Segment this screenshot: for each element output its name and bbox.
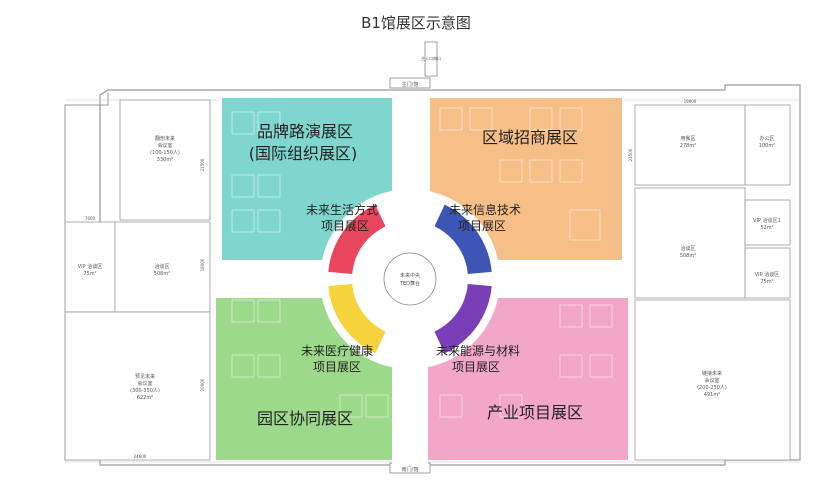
north-entrance-sign-label: 主入口南口 <box>421 55 441 61</box>
svg-text:622m²: 622m² <box>137 395 153 401</box>
svg-text:洽谈区: 洽谈区 <box>154 263 169 270</box>
arc-medical-label-1: 未来医疗健康 <box>301 343 373 358</box>
svg-text:508m²: 508m² <box>154 271 170 277</box>
north-entrance <box>389 77 431 89</box>
svg-text:75m²: 75m² <box>760 279 773 285</box>
left-talk-room <box>114 221 211 313</box>
arc-lifestyle <box>328 204 386 274</box>
right-vip1 <box>744 199 791 246</box>
dim-bottom-left: 24600 <box>134 454 147 459</box>
svg-text:会议室: 会议室 <box>704 377 719 384</box>
svg-text:100m²: 100m² <box>759 143 775 149</box>
zone-regional-label: 区域招商展区 <box>482 128 578 147</box>
booth-grid <box>231 107 613 418</box>
svg-text:508m²: 508m² <box>680 253 696 259</box>
svg-text:链接未来: 链接未来 <box>702 370 722 377</box>
left-meeting-top <box>119 99 211 221</box>
svg-text:洽谈区: 洽谈区 <box>680 245 695 252</box>
right-dining <box>634 104 746 186</box>
south-entrance-label: 南门/馆 <box>402 466 419 473</box>
zone-park-label: 园区协同展区 <box>257 409 353 428</box>
arc-lifestyle-label-1: 未来生活方式 <box>306 202 378 217</box>
central-stage <box>383 252 437 306</box>
arc-info <box>434 204 492 274</box>
svg-text:52m²: 52m² <box>760 225 773 231</box>
arc-energy-label-1: 未来能源与材料 <box>436 344 520 358</box>
dim-v2: 18000 <box>200 258 205 271</box>
dim-top-right: 19000 <box>684 99 697 104</box>
svg-text:预见未来: 预见未来 <box>135 373 155 380</box>
svg-text:用餐区: 用餐区 <box>680 135 695 142</box>
svg-text:VIP 洽谈区1: VIP 洽谈区1 <box>753 217 781 224</box>
zone-brand-label-2: (国际组织展区) <box>249 144 358 163</box>
svg-text:75m²: 75m² <box>83 271 96 277</box>
arc-medical <box>328 284 386 354</box>
right-meeting <box>634 299 791 461</box>
dim-v1: 21500 <box>200 158 205 171</box>
svg-text:491m²: 491m² <box>704 392 720 398</box>
left-meeting-bottom <box>64 311 211 461</box>
arc-info-label-1: 未来信息技术 <box>449 202 521 217</box>
svg-text:办公区: 办公区 <box>759 135 774 142</box>
arc-lifestyle-label-2: 项目展区 <box>321 219 369 233</box>
center-label-2: TED舞台 <box>399 280 420 287</box>
svg-text:会议室: 会议室 <box>137 380 152 387</box>
zone-industry-label: 产业项目展区 <box>487 403 583 422</box>
right-vip2 <box>744 247 791 299</box>
page-title: B1馆展区示意图 <box>361 14 471 32</box>
arc-medical-label-2: 项目展区 <box>313 360 361 374</box>
svg-text:(200-250人): (200-250人) <box>697 385 727 391</box>
north-entrance-sign <box>424 41 438 77</box>
left-vip-room <box>64 221 116 313</box>
dim-left-width: 7000 <box>85 216 96 221</box>
arc-energy-label-2: 项目展区 <box>452 360 500 374</box>
svg-text:(300-350人): (300-350人) <box>130 388 160 394</box>
right-office <box>744 104 791 186</box>
svg-text:VIP 洽谈区: VIP 洽谈区 <box>78 263 103 270</box>
dim-v4: 21500 <box>628 148 633 161</box>
svg-text:(100-150人): (100-150人) <box>150 150 180 156</box>
svg-text:翻剖未来: 翻剖未来 <box>155 135 175 142</box>
arc-info-label-2: 项目展区 <box>458 219 506 233</box>
svg-text:330m²: 330m² <box>157 157 173 163</box>
north-entrance-label: 主门/馆 <box>402 81 419 88</box>
arc-energy <box>434 284 492 354</box>
svg-text:VIP 洽谈区: VIP 洽谈区 <box>755 271 780 278</box>
right-talk-room <box>634 187 746 299</box>
center-label-1: 未来中央 <box>400 272 420 279</box>
svg-text:278m²: 278m² <box>680 143 696 149</box>
dim-v3: 20000 <box>200 378 205 391</box>
svg-text:会议室: 会议室 <box>157 142 172 149</box>
zone-brand-label-1: 品牌路演展区 <box>257 122 353 141</box>
